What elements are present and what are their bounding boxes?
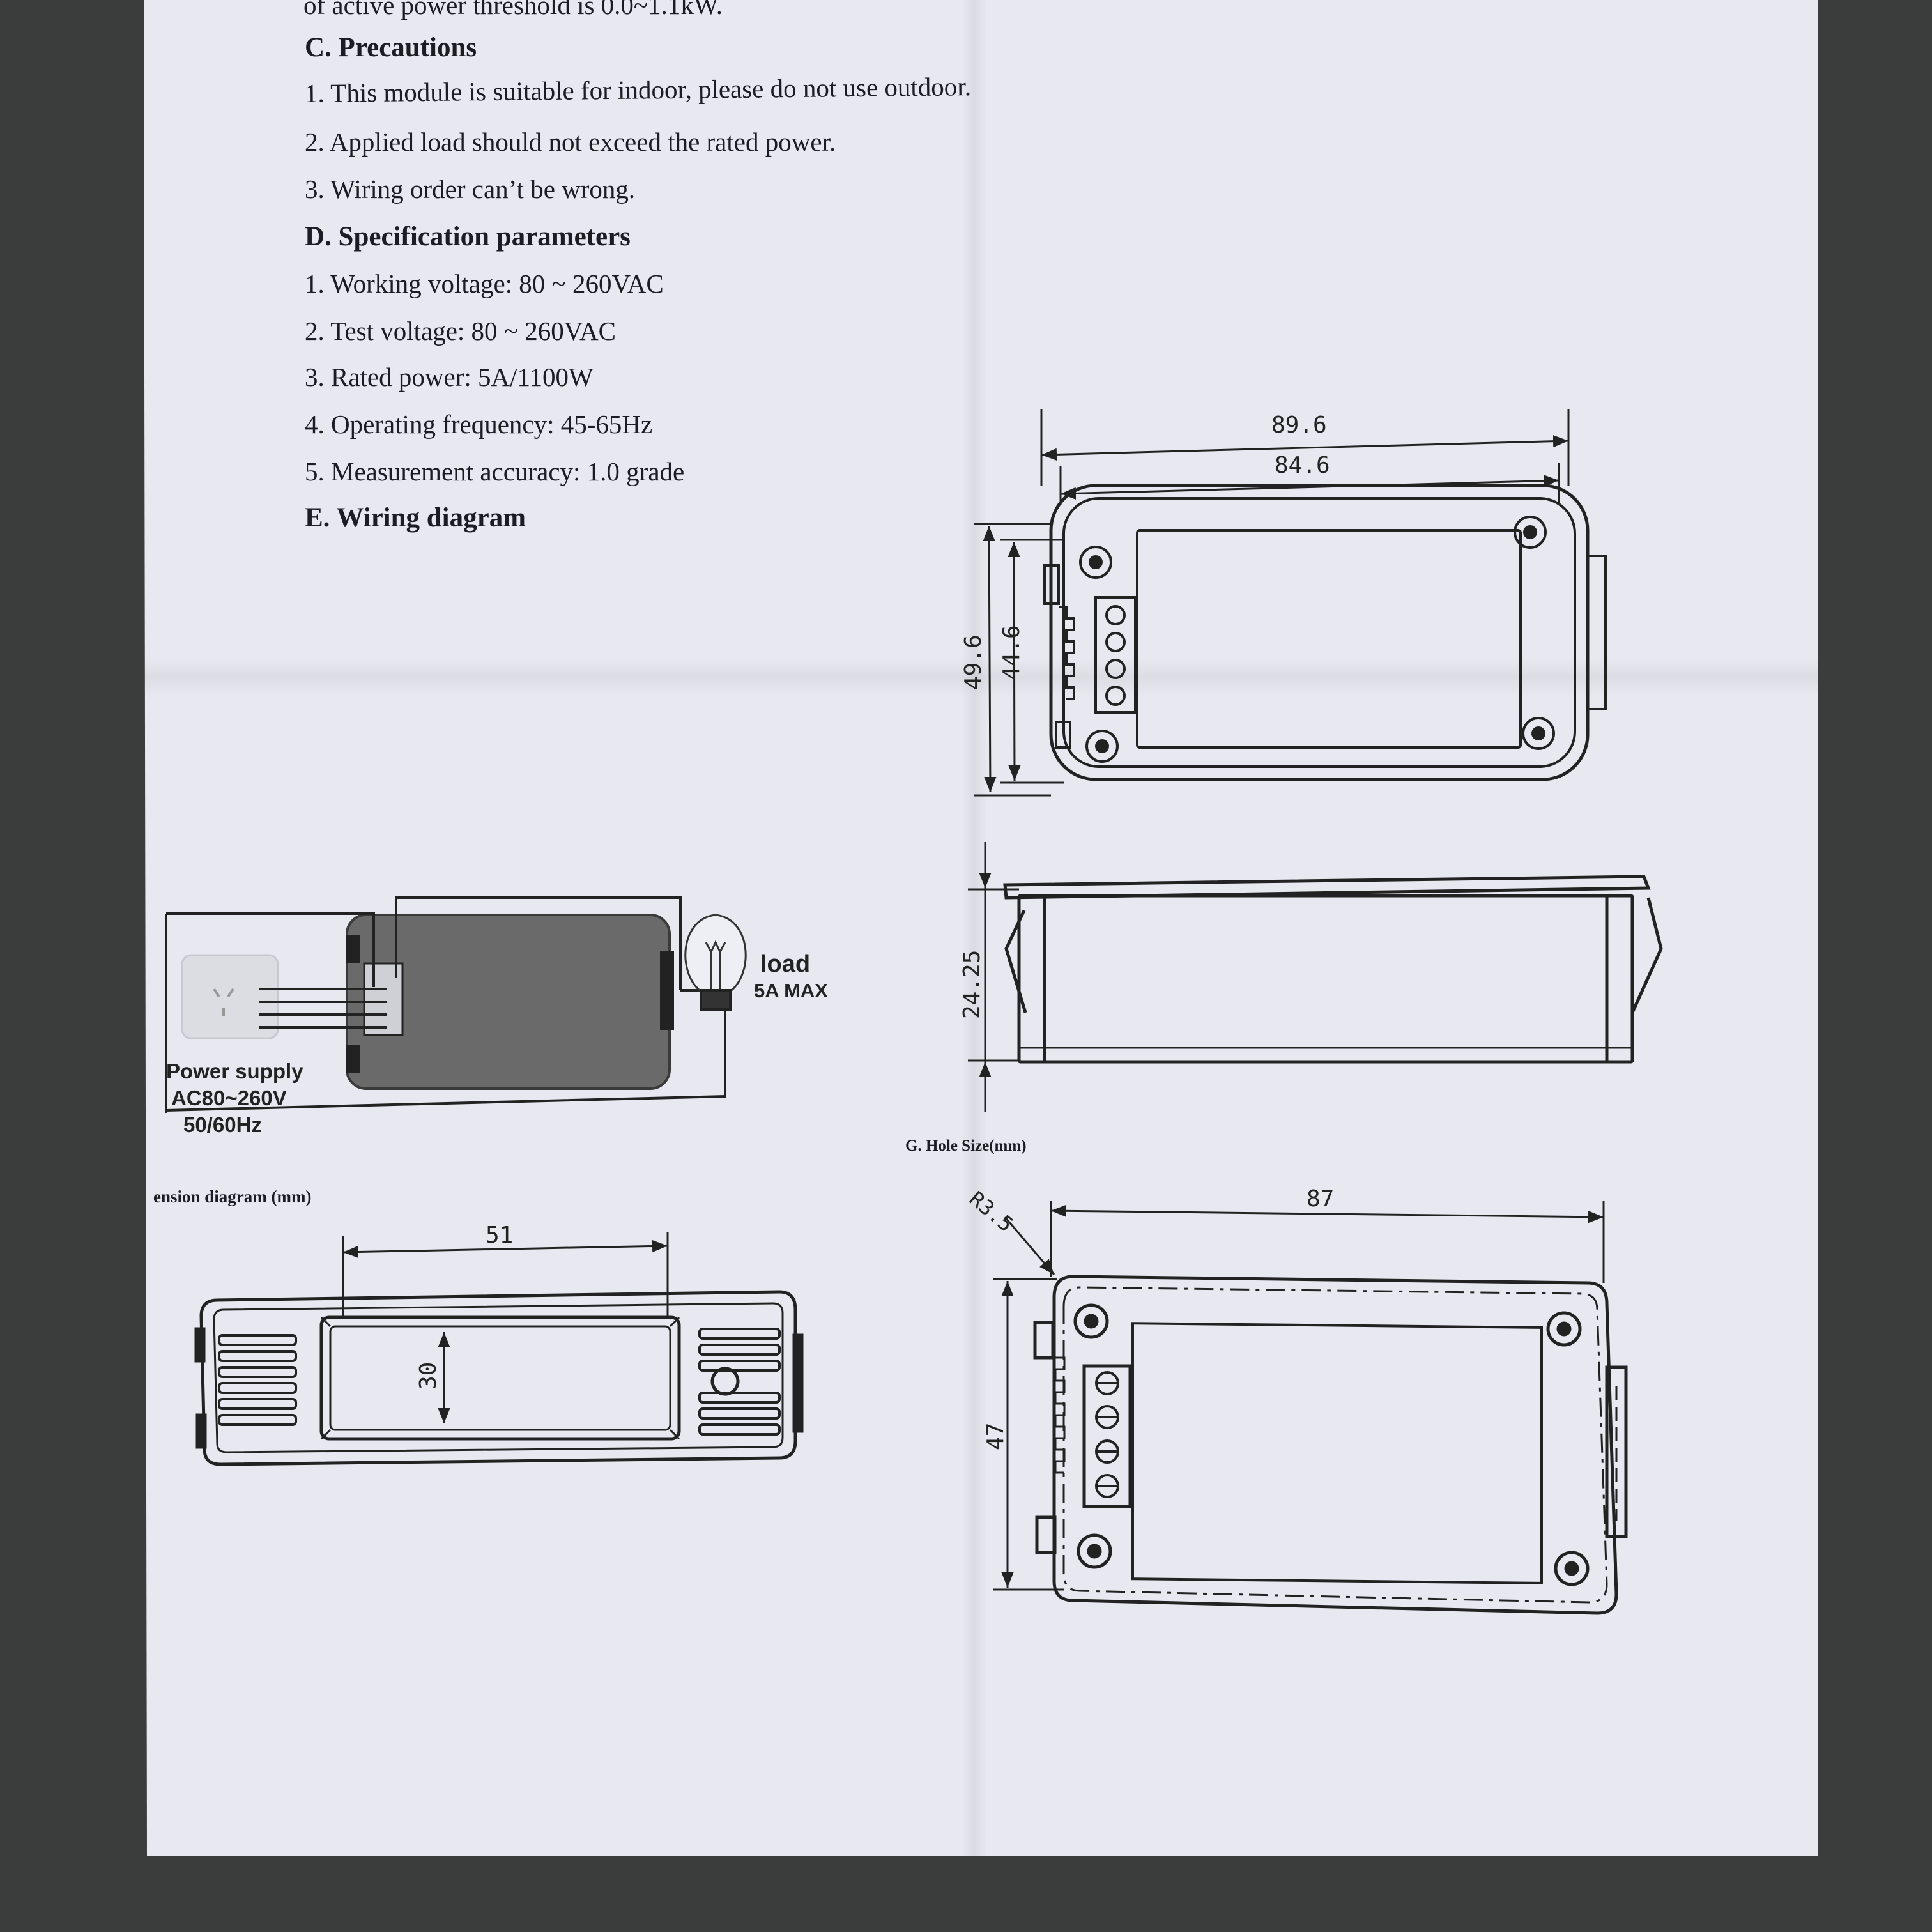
- dim-84-6: 84.6: [1275, 452, 1330, 479]
- spec-2: 2. Test voltage: 80 ~ 260VAC: [305, 316, 617, 346]
- supply-label-2: AC80~260V: [171, 1086, 287, 1110]
- hole-view-drawing: [1033, 1275, 1628, 1615]
- precaution-2: 2. Applied load should not exceed the ra…: [305, 127, 836, 157]
- dim-24-25: 24.25: [959, 950, 985, 1019]
- load-rating: 5A MAX: [754, 979, 828, 1002]
- side-view-drawing: [1003, 875, 1663, 1064]
- hole-size-title: G. Hole Size(mm): [905, 1137, 1027, 1154]
- technical-drawings: 89.6 84.6 49.6 44.6 24.25: [165, 409, 1663, 1615]
- dim-89-6: 89.6: [1271, 412, 1327, 438]
- dim-49-6: 49.6: [960, 634, 986, 690]
- spec-4: 4. Operating frequency: 45-65Hz: [305, 410, 653, 439]
- dimension-diagram-title: ension diagram (mm): [153, 1187, 312, 1206]
- hole-terminal-screws: [1095, 1371, 1119, 1498]
- dim-44-6: 44.6: [999, 625, 1025, 680]
- right-vent-slots: [698, 1328, 781, 1436]
- front-view-drawing: [194, 1290, 804, 1466]
- paper-fold-vertical: [962, 0, 987, 1856]
- section-e-heading: E. Wiring diagram: [305, 503, 526, 533]
- dim-47: 47: [983, 1423, 1009, 1450]
- spec-5: 5. Measurement accuracy: 1.0 grade: [305, 457, 685, 486]
- cut-off-line: of active power threshold is 0.0~1.1kW.: [303, 0, 723, 20]
- dim-51: 51: [486, 1222, 513, 1248]
- dim-87: 87: [1307, 1186, 1334, 1212]
- side-view-dimensions: [968, 842, 1019, 1112]
- wall-socket: [181, 954, 279, 1039]
- hole-view-dimensions: [993, 1201, 1605, 1591]
- top-view-dimensions: [974, 409, 1570, 797]
- dim-30: 30: [415, 1362, 441, 1390]
- top-terminal-screws: [1105, 605, 1126, 706]
- spec-3: 3. Rated power: 5A/1100W: [305, 362, 594, 392]
- paper-fold-horizontal: [144, 658, 1818, 696]
- top-view-drawing: [1043, 484, 1607, 781]
- supply-label-1: Power supply: [166, 1059, 303, 1083]
- section-c-heading: C. Precautions: [305, 33, 477, 63]
- light-bulb-icon: [684, 914, 747, 1011]
- manual-paper: of active power threshold is 0.0~1.1kW. …: [144, 0, 1818, 1856]
- load-label: load: [760, 951, 811, 977]
- precaution-3: 3. Wiring order can’t be wrong.: [305, 174, 636, 204]
- wiring-diagram: [165, 896, 747, 1113]
- spec-1: 1. Working voltage: 80 ~ 260VAC: [305, 269, 664, 298]
- front-view-dimensions: [342, 1232, 669, 1423]
- section-d-heading: D. Specification parameters: [305, 222, 631, 252]
- left-vent-slots: [218, 1334, 297, 1426]
- supply-label-3: 50/60Hz: [183, 1113, 262, 1137]
- dim-r3-5: R3.5: [965, 1186, 1018, 1237]
